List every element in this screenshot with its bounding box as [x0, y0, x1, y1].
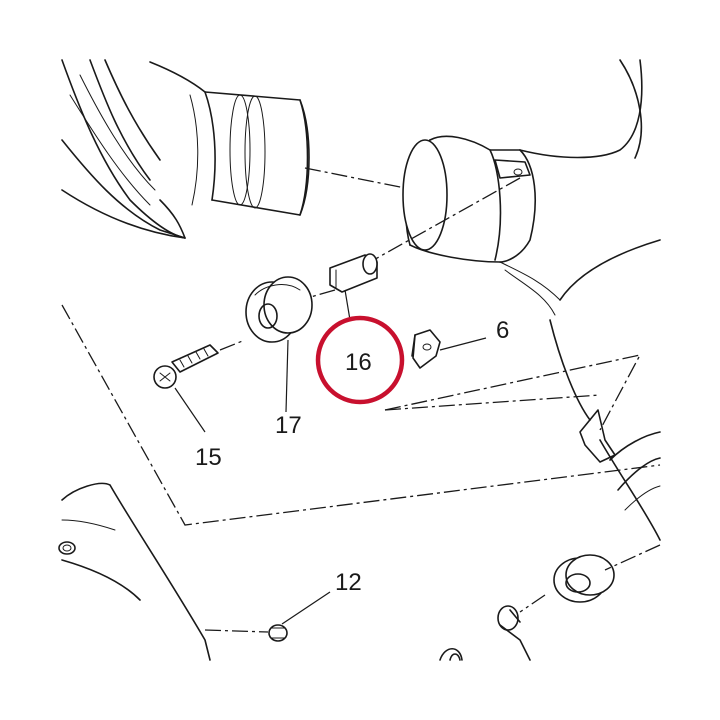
axis-line-lower-1	[604, 544, 661, 571]
callout-15: 15	[195, 444, 222, 471]
callout-6: 6	[496, 317, 509, 344]
axis-line-nut	[204, 629, 269, 633]
frame-boundary-inner	[384, 394, 601, 411]
axis-line-intake	[304, 167, 416, 191]
leader-12	[281, 591, 331, 625]
leader-16	[344, 289, 351, 321]
lower-grommet-assembly	[439, 544, 661, 661]
leader-6	[439, 337, 487, 351]
axis-line-lower-2	[519, 594, 546, 613]
leader-17	[285, 339, 289, 413]
callout-12: 12	[335, 569, 362, 596]
part-17-grommet	[245, 276, 313, 343]
frame-boundary-triangle	[384, 354, 642, 431]
bracket-plate	[58, 482, 211, 661]
part-15-bolt	[153, 344, 219, 389]
muffler-body	[549, 239, 661, 541]
part-16-spacer	[329, 253, 378, 293]
callout-17: 17	[275, 412, 302, 439]
intake-duct-assembly	[61, 59, 310, 239]
highlight-ring	[315, 315, 405, 405]
leader-15	[174, 387, 206, 433]
axis-line-clamp-spacer	[369, 177, 521, 263]
frame-boundary-line	[61, 304, 661, 526]
part-12-nut	[204, 624, 288, 642]
clamp-sleeve	[402, 59, 643, 316]
part-6-clip	[411, 329, 441, 369]
callout-16: 16	[345, 349, 372, 376]
axis-line-bolt	[219, 339, 246, 351]
